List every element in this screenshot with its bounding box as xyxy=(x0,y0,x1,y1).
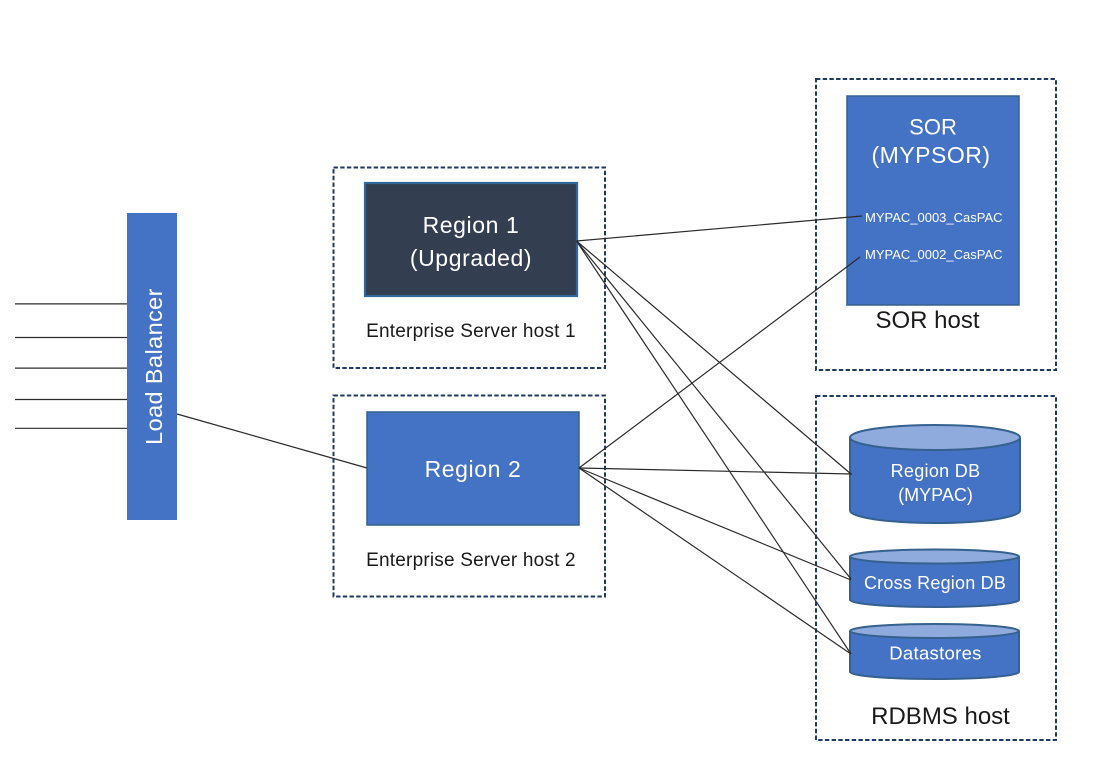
svg-text:MYPAC_0003_CasPAC: MYPAC_0003_CasPAC xyxy=(865,210,1003,225)
svg-text:Region 1: Region 1 xyxy=(423,212,520,238)
svg-text:Region DB: Region DB xyxy=(891,461,981,481)
svg-text:Load Balancer: Load Balancer xyxy=(141,288,167,445)
svg-text:Cross Region DB: Cross Region DB xyxy=(864,573,1006,593)
svg-text:(MYPSOR): (MYPSOR) xyxy=(872,142,991,168)
svg-text:(MYPAC): (MYPAC) xyxy=(898,485,973,505)
svg-text:RDBMS host: RDBMS host xyxy=(871,703,1010,730)
svg-text:MYPAC_0002_CasPAC: MYPAC_0002_CasPAC xyxy=(865,247,1003,262)
svg-text:Enterprise Server host 2: Enterprise Server host 2 xyxy=(366,550,576,571)
svg-text:SOR host: SOR host xyxy=(875,307,979,334)
svg-text:Datastores: Datastores xyxy=(889,643,981,664)
svg-text:(Upgraded): (Upgraded) xyxy=(410,245,532,271)
svg-text:Enterprise Server host 1: Enterprise Server host 1 xyxy=(366,321,576,342)
svg-text:SOR: SOR xyxy=(909,115,957,140)
svg-text:Region 2: Region 2 xyxy=(425,456,522,482)
